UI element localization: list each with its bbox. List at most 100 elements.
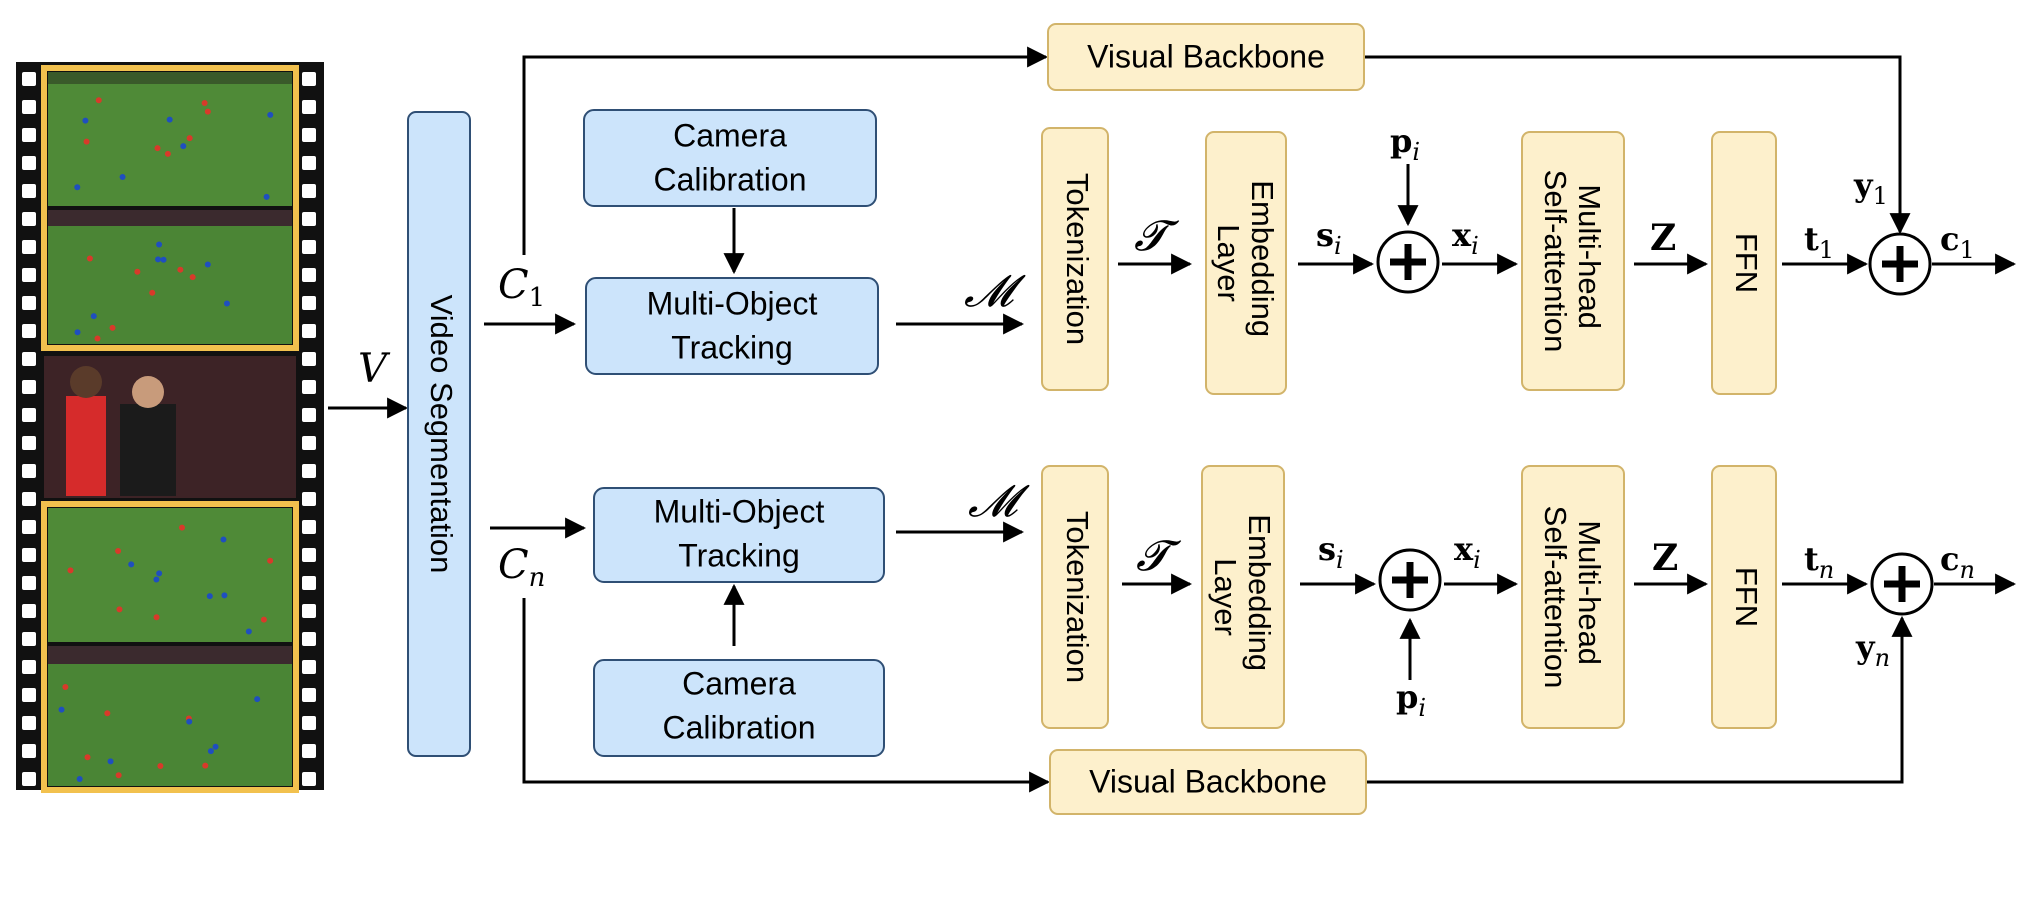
player-dot — [177, 266, 184, 273]
player-dot — [95, 97, 102, 104]
camera-calibration-line2-bottom: Calibration — [663, 709, 816, 745]
film-sprocket — [302, 128, 316, 142]
player-dot — [186, 718, 193, 725]
final-output-label-bottom: cn — [1940, 540, 1975, 584]
embedding-layer-box-top — [1205, 131, 1287, 395]
attention-output-label-bottom: Z — [1652, 537, 1678, 579]
highlighted-clip-frame — [41, 501, 299, 793]
highlighted-clip-frame — [41, 65, 299, 351]
video-segmentation-label: Video Segmentation — [424, 295, 459, 574]
player-dot — [76, 775, 83, 782]
player-dot — [149, 289, 156, 296]
film-sprocket — [302, 436, 316, 450]
attention-output-label-top: Z — [1650, 217, 1676, 259]
svg-text:Embedding Layer: Embedding Layer — [1211, 180, 1280, 345]
clip-label-top: C1 — [498, 262, 545, 313]
player-dot — [104, 710, 111, 717]
film-sprocket — [302, 688, 316, 702]
pitch-frame — [48, 72, 292, 206]
player-dot — [204, 261, 211, 268]
embedding-layer-box-bottom — [1201, 465, 1285, 729]
player-dot — [189, 274, 196, 281]
player-dot — [155, 256, 162, 263]
film-sprocket — [22, 184, 36, 198]
film-sprocket — [22, 632, 36, 646]
film-sprocket — [22, 324, 36, 338]
player-dot — [223, 300, 230, 307]
player-dot — [154, 145, 161, 152]
attention-line2-top: Self-attention — [1538, 170, 1573, 353]
player-dot — [202, 762, 209, 769]
film-sprocket — [302, 240, 316, 254]
film-sprocket — [22, 100, 36, 114]
film-sprocket — [22, 212, 36, 226]
player-dot — [128, 561, 135, 568]
film-sprocket — [302, 660, 316, 674]
sum-output-label-bottom: xi — [1454, 530, 1481, 574]
film-sprocket — [302, 520, 316, 534]
film-sprocket — [302, 772, 316, 786]
camera-calibration-line1-top: Camera — [673, 117, 787, 153]
embedding-layer-line1-top: Embedding — [1245, 180, 1280, 337]
ffn-label-top: FFN — [1729, 233, 1764, 293]
film-sprocket — [22, 688, 36, 702]
attention-line2-bottom: Self-attention — [1538, 506, 1573, 689]
film-sprocket — [22, 408, 36, 422]
film-sprocket — [22, 380, 36, 394]
film-sprocket — [22, 548, 36, 562]
token-output-label-bottom: 𝓣 — [1136, 531, 1182, 580]
ffn-output-label-top: t1 — [1804, 220, 1834, 264]
film-sprocket — [302, 492, 316, 506]
player-dot — [260, 616, 267, 623]
player-dot — [62, 683, 69, 690]
svg-text:Embedding Layer: Embedding Layer — [1208, 514, 1277, 679]
player-dot — [58, 706, 65, 713]
video-label: V — [358, 346, 391, 392]
player-dot — [156, 241, 163, 248]
film-sprocket — [22, 352, 36, 366]
film-sprocket — [22, 576, 36, 590]
film-sprocket — [302, 156, 316, 170]
tokenization-label-top: Tokenization — [1060, 173, 1095, 345]
film-sprocket — [302, 632, 316, 646]
film-sprocket — [22, 604, 36, 618]
sum-node-bottom-1 — [1378, 548, 1442, 612]
player-dot — [86, 255, 93, 262]
camera-calibration-box-top — [583, 109, 877, 207]
film-sprocket — [22, 520, 36, 534]
tokenization-box-top — [1041, 127, 1109, 391]
multi-object-tracking-line2-bottom: Tracking — [678, 537, 800, 573]
embedding-output-label-top: si — [1316, 216, 1342, 260]
film-sprocket — [302, 716, 316, 730]
ffn-box-bottom — [1711, 465, 1777, 729]
film-sprocket — [22, 268, 36, 282]
pitch-frame — [48, 508, 292, 642]
attention-line1-top: Multi-head — [1572, 184, 1607, 329]
clip-label-bottom: Cn — [498, 542, 545, 593]
sum-node-top-2 — [1868, 232, 1932, 296]
film-sprocket — [22, 72, 36, 86]
tracking-output-label-bottom: 𝓜 — [968, 476, 1030, 527]
backbone-output-label-bottom: yn — [1855, 628, 1890, 672]
sum-node-top-1 — [1376, 230, 1440, 294]
film-sprocket — [302, 464, 316, 478]
film-sprocket — [302, 604, 316, 618]
player-dot — [166, 116, 173, 123]
positional-label-top: pi — [1390, 122, 1420, 166]
visual-backbone-box-bottom — [1049, 749, 1367, 815]
player-dot — [206, 593, 213, 600]
player-dot — [180, 143, 187, 150]
player-dot — [153, 614, 160, 621]
player-dot — [107, 758, 114, 765]
film-sprocket — [302, 184, 316, 198]
embedding-layer-line2-bottom: Layer — [1208, 558, 1243, 636]
camera-calibration-line1-bottom: Camera — [682, 665, 796, 701]
film-sprocket — [22, 772, 36, 786]
film-sprocket — [302, 380, 316, 394]
player-dot — [186, 135, 193, 142]
film-sprocket — [22, 492, 36, 506]
player-dot — [115, 772, 122, 779]
svg-text:Multi-head Self-attention: Multi-head Self-attention — [1538, 170, 1607, 353]
player-dot — [94, 335, 101, 342]
